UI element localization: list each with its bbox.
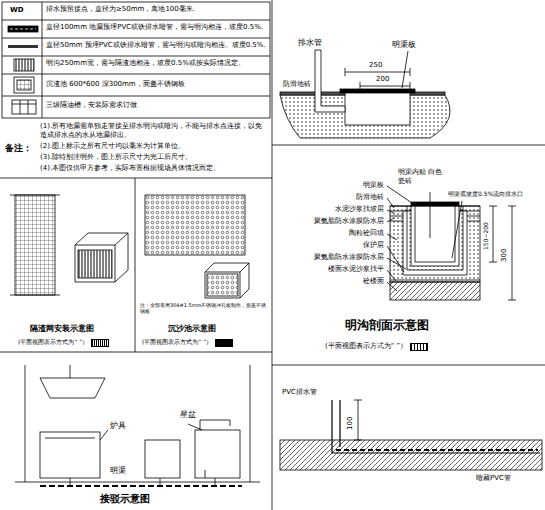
figure-title: 接驳示意图 xyxy=(100,493,150,506)
figure-title: 隔渣网安装示意图 xyxy=(30,324,94,334)
legend-text: 排水预留接点，直径为≥50mm，离地100毫米. xyxy=(46,5,195,14)
part-name: 星盆 xyxy=(180,410,196,420)
layer-name: 砼楼面 xyxy=(288,277,384,286)
layer-name: 明渠板 xyxy=(288,181,384,190)
symbol-code: WD xyxy=(10,6,24,15)
figure-title: 沉沙池示意图 xyxy=(168,324,216,334)
part-name: 明渠板 xyxy=(392,40,416,50)
part-name: 炉具 xyxy=(110,421,126,431)
layer-name: 防滑地砖 xyxy=(288,193,384,202)
layer-name: 水泥沙浆找坡层 xyxy=(288,205,384,214)
legend-text: 明沟250mm宽，需与隔渣池相连，坡度0.5%或按实际情况定。 xyxy=(46,59,245,68)
layer-name: 楼面水泥沙浆找平 xyxy=(288,265,384,274)
note-text: (4).本图仅供甲方参考，实际布置根据现场具体情况而定。 xyxy=(40,164,220,173)
view-note: (平面视图表示方式为“ ”） xyxy=(142,338,212,346)
material-note: 注：全部采用304#1.5mm不锈钢冲孔板制作，面盖不锈钢板 xyxy=(140,302,268,315)
legend-text: 三级隔油槽，安装际需求订做 xyxy=(46,101,137,110)
view-symbol xyxy=(215,339,233,347)
part-name: PVC排水管 xyxy=(282,388,317,397)
part-name: 暗藏PVC管 xyxy=(476,474,511,483)
part-name: 排水管 xyxy=(298,38,322,48)
view-symbol xyxy=(91,339,109,347)
layer-name: 保护层 xyxy=(288,241,384,250)
dimension: 150~200 xyxy=(482,222,490,250)
part-name: 明渠内贴 白色瓷砖 xyxy=(398,168,446,186)
note-text: (2).图上标示之所有尺寸均以毫米为计算单位。 xyxy=(40,142,185,151)
part-name: 防滑地砖 xyxy=(283,80,311,89)
layer-name: 聚氨脂防水涂膜防水层 xyxy=(288,253,384,262)
dimension: 250 xyxy=(369,61,382,70)
dimension: 100 xyxy=(346,417,355,430)
view-symbol xyxy=(410,343,428,351)
figure-title: 明沟剖面示意图 xyxy=(345,318,429,333)
part-name: 明渠 xyxy=(110,466,126,476)
note-heading: 备注： xyxy=(5,143,32,154)
view-note: (平面视图表示方式为“ ”） xyxy=(18,338,88,346)
dimension: 200 xyxy=(376,75,389,84)
legend-text: 直径100mm 地漏预埋PVC或铁排水暗管，需与明沟相连，坡度0.5%. xyxy=(46,23,263,32)
legend-text: 直径50mm 预埋PVC或铁排水暗管，需与明沟或暗沟相连。坡度0.5%. xyxy=(46,41,266,50)
layer-name: 聚氨脂防水涂膜防水层 xyxy=(288,217,384,226)
note-text: (3).除特别注明外，图上所示尺寸为完工后尺寸。 xyxy=(40,153,192,162)
view-note: (平面视图表示方式为“ ”） xyxy=(325,342,407,351)
legend-text: 沉渣池 600*600 深300mm，面盖不锈钢板 xyxy=(46,80,185,89)
note-text: (1).所有地漏需单独走管接至排水明沟或暗沟，不能与排水点连接，以免造成排水点的… xyxy=(40,122,268,140)
layer-name: 陶粒砼回填 xyxy=(288,229,384,238)
dimension: 300 xyxy=(500,249,509,262)
slope-note: 明渠底坡度0.5%流向排水口 xyxy=(448,190,544,198)
